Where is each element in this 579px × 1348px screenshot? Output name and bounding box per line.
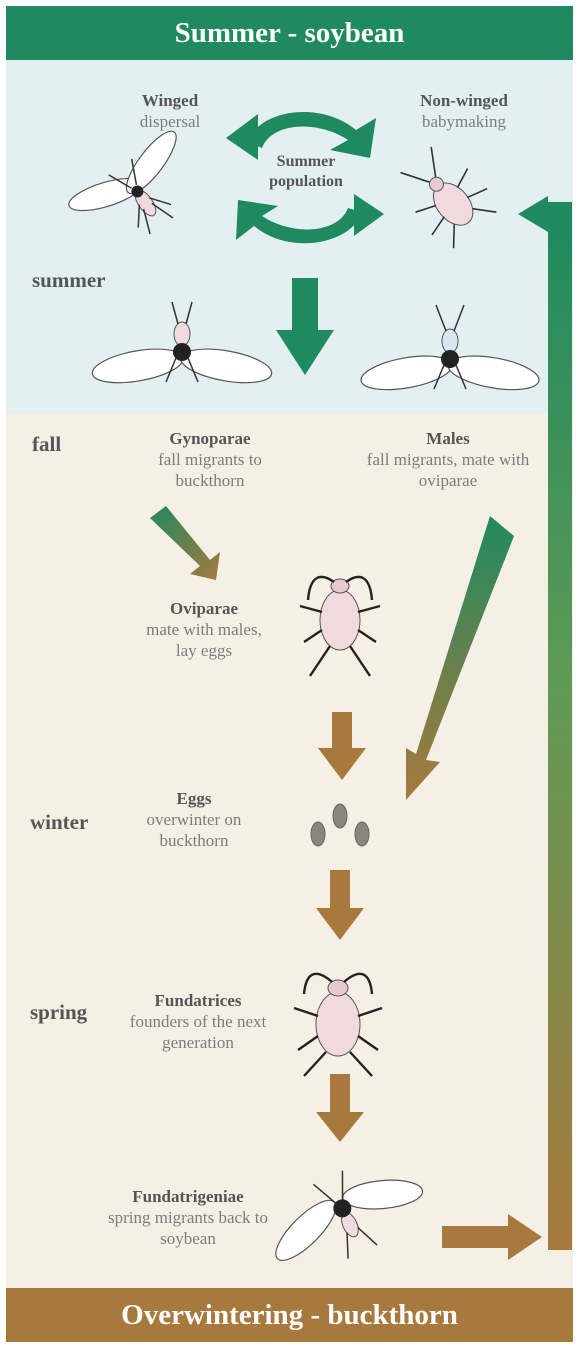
stage-title: Winged	[100, 90, 240, 111]
cycle-center-label: Summer population	[248, 152, 364, 192]
season-winter: winter	[30, 810, 88, 835]
winged-aphid-icon	[59, 121, 217, 265]
stage-desc: overwinter on buckthorn	[147, 810, 242, 850]
stage-oviparae: Oviparae mate with males, lay eggs	[136, 598, 272, 661]
flow-arrow-icon	[442, 1214, 542, 1260]
stage-title: Eggs	[124, 788, 264, 809]
stage-title: Fundatrices	[118, 990, 278, 1011]
season-summer: summer	[32, 268, 105, 293]
wingless-aphid-icon	[300, 577, 380, 676]
stage-males: Males fall migrants, mate with oviparae	[350, 428, 546, 491]
stage-desc: fall migrants, mate with oviparae	[367, 450, 529, 490]
winged-aphid-icon	[90, 302, 274, 389]
season-spring: spring	[30, 1000, 87, 1025]
stage-fundatrices: Fundatrices founders of the next generat…	[118, 990, 278, 1053]
wingless-aphid-icon	[294, 974, 382, 1076]
stage-desc: babymaking	[422, 112, 506, 131]
stage-desc: founders of the next generation	[130, 1012, 266, 1052]
stage-title: Non-winged	[394, 90, 534, 111]
stage-title: Fundatrigeniae	[102, 1186, 274, 1207]
winged-aphid-icon	[251, 1142, 439, 1288]
return-to-soybean-arrow	[518, 196, 572, 1250]
flow-arrow-icon	[406, 516, 514, 800]
season-fall: fall	[32, 432, 61, 457]
stage-eggs: Eggs overwinter on buckthorn	[124, 788, 264, 851]
stage-title: Oviparae	[136, 598, 272, 619]
flow-arrow-icon	[150, 506, 220, 580]
stage-title: Gynoparae	[130, 428, 290, 449]
stage-fundatrigeniae: Fundatrigeniae spring migrants back to s…	[102, 1186, 274, 1249]
flow-arrow-icon	[316, 712, 366, 1142]
stage-non-winged: Non-winged babymaking	[394, 90, 534, 132]
stage-desc: dispersal	[140, 112, 200, 131]
stage-desc: fall migrants to buckthorn	[158, 450, 262, 490]
stage-winged-dispersal: Winged dispersal	[100, 90, 240, 132]
stage-title: Males	[350, 428, 546, 449]
stage-desc: spring migrants back to soybean	[108, 1208, 268, 1248]
egg-icon	[311, 804, 369, 846]
flow-arrow-icon	[276, 278, 334, 375]
stage-desc: mate with males, lay eggs	[146, 620, 262, 660]
stage-gynoparae: Gynoparae fall migrants to buckthorn	[130, 428, 290, 491]
wingless-aphid-icon	[388, 137, 502, 254]
winged-aphid-icon	[359, 305, 542, 396]
